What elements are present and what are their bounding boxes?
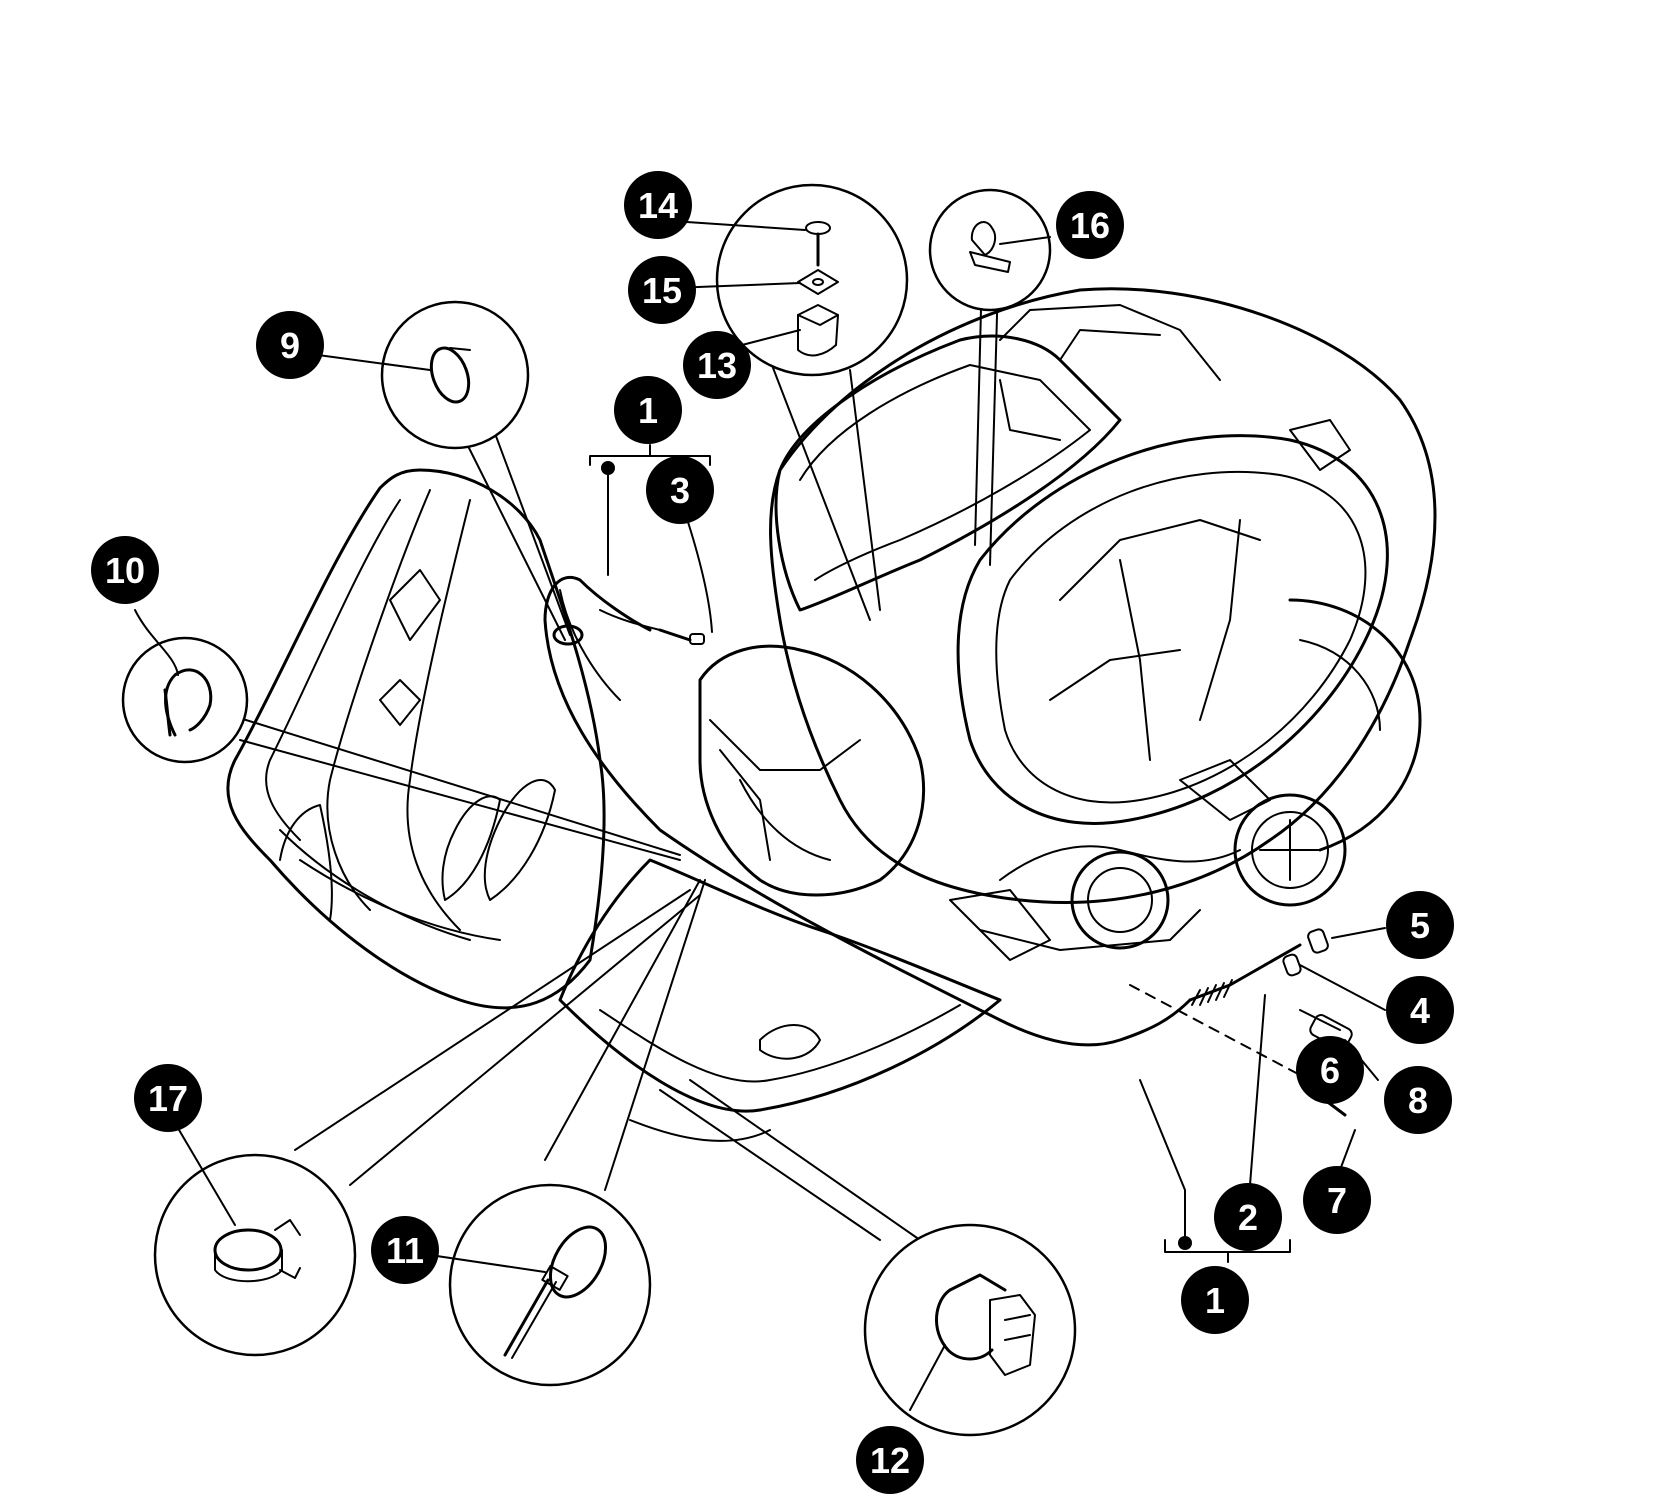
callout-1-bottom: 1 (1181, 1266, 1249, 1334)
callout-8: 8 (1384, 1066, 1452, 1134)
callout-17: 17 (134, 1064, 202, 1132)
callout-7: 7 (1303, 1166, 1371, 1234)
svg-text:14: 14 (638, 185, 678, 226)
svg-text:3: 3 (670, 470, 690, 511)
callout-13: 13 (683, 331, 751, 399)
callouts: 14 15 13 16 9 1 3 10 5 4 6 8 7 2 1 17 11… (91, 171, 1454, 1494)
rear-body (769, 287, 1437, 904)
part-8-sleeve (1299, 1009, 1341, 1031)
detail-bubble-clamp-17 (153, 889, 701, 1357)
svg-text:4: 4 (1410, 990, 1430, 1031)
detail-bubble-bracket (715, 183, 909, 621)
detail-bubble-clip-10 (121, 636, 681, 861)
detail-bubble-tie-11 (448, 879, 706, 1387)
callout-4: 4 (1386, 976, 1454, 1044)
detail-bubble-clip-16 (928, 188, 1052, 566)
front-leg-shield (226, 468, 606, 1010)
svg-text:1: 1 (638, 390, 658, 431)
detail-bubble-clamp-9 (380, 300, 584, 646)
svg-text:2: 2 (1238, 1197, 1258, 1238)
callout-11: 11 (371, 1216, 439, 1284)
callout-6: 6 (1296, 1036, 1364, 1104)
part-4-nut (1282, 953, 1302, 977)
callout-5: 5 (1386, 891, 1454, 959)
callout-16: 16 (1056, 191, 1124, 259)
callout-15: 15 (628, 256, 696, 324)
svg-text:10: 10 (105, 550, 145, 591)
detail-bubble-clip-12 (659, 1079, 1077, 1437)
callout-2: 2 (1214, 1183, 1282, 1251)
svg-text:15: 15 (642, 270, 682, 311)
svg-text:5: 5 (1410, 905, 1430, 946)
floorboard (558, 858, 1002, 1113)
svg-text:9: 9 (280, 325, 300, 366)
svg-text:1: 1 (1205, 1280, 1225, 1321)
throttle-cable (543, 576, 1302, 1076)
callout-12: 12 (856, 1426, 924, 1494)
svg-text:13: 13 (697, 345, 737, 386)
svg-text:7: 7 (1327, 1180, 1347, 1221)
callout-10: 10 (91, 536, 159, 604)
svg-text:12: 12 (870, 1440, 910, 1481)
svg-text:6: 6 (1320, 1050, 1340, 1091)
svg-text:17: 17 (148, 1078, 188, 1119)
callout-14: 14 (624, 171, 692, 239)
callout-3: 3 (646, 456, 714, 524)
svg-text:8: 8 (1408, 1080, 1428, 1121)
part-5-nut (1307, 928, 1329, 954)
svg-text:11: 11 (386, 1230, 424, 1271)
scooter-body (226, 287, 1437, 1142)
callout-9: 9 (256, 311, 324, 379)
svg-text:16: 16 (1070, 205, 1110, 246)
callout-1-top: 1 (614, 376, 682, 444)
